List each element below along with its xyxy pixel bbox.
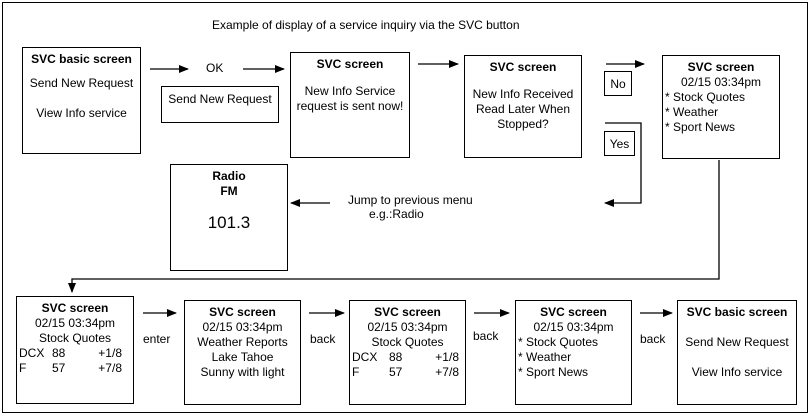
stock-row: F 57 +7/8 [350,365,465,380]
diagram-title: Example of display of a service inquiry … [212,18,520,32]
stock-row: F 57 +7/8 [17,361,133,376]
jump-example-label: e.g.:Radio [369,207,424,221]
back-label: back [310,332,336,346]
svc-screen-stock-box: SVC screen 02/15 03:34pm Stock Quotes DC… [16,296,134,404]
ok-label: OK [206,61,224,75]
stock-heading: Stock Quotes [38,331,112,345]
stock-symbol: DCX [19,346,45,360]
send-new-request-text: Send New Request [29,76,134,90]
box-title: SVC screen [374,305,441,319]
svc-basic-screen-box-2: SVC basic screen Send New Request View I… [677,300,797,405]
svc-screen-menu-box: SVC screen 02/15 03:34pm * Stock Quotes … [662,55,780,159]
enter-label: enter [143,332,171,346]
stock-value: 57 [389,365,403,379]
svc-basic-screen-box: SVC basic screen Send New Request View I… [22,47,141,154]
jump-label: Jump to previous menu [348,193,473,207]
choice-yes-label: Yes [609,137,630,151]
stock-symbol: DCX [352,350,378,364]
svc-screen-weather-box: SVC screen 02/15 03:34pm Weather Reports… [184,300,301,405]
send-new-request-label: Send New Request [168,92,272,106]
radio-fm-box: Radio FM 101.3 [170,164,288,271]
box-line: New Info Service [304,84,396,98]
stock-row: DCX 88 +1/8 [17,346,133,361]
box-line: New Info Received [472,87,574,101]
view-info-service-text: View Info service [36,106,127,120]
box-title: SVC basic screen [686,305,788,319]
diagram-frame [2,2,808,413]
datetime-text: 02/15 03:34pm [34,316,116,330]
radio-title: Radio [212,169,246,183]
arrow-yes-to-radio-jump [604,122,642,207]
menu-item-stock-quotes: * Stock Quotes [518,335,599,349]
svc-screen-sent-box: SVC screen New Info Service request is s… [290,52,410,158]
choice-yes-box: Yes [604,131,635,156]
box-title: SVC screen [41,301,109,315]
stock-value: 57 [52,361,66,375]
choice-no-box: No [604,71,632,96]
stock-change: +7/8 [435,365,459,379]
box-line: Stopped? [497,117,549,131]
box-title: SVC screen [687,60,755,74]
box-line: Read Later When [475,102,571,116]
weather-heading: Weather Reports [197,335,288,349]
box-title: SVC basic screen [31,52,132,66]
stock-value: 88 [52,346,66,360]
back-label: back [640,332,666,346]
box-title: SVC screen [489,60,557,74]
weather-location: Lake Tahoe [211,350,274,364]
datetime-text: 02/15 03:34pm [533,320,614,334]
box-title: SVC screen [316,57,384,71]
radio-band: FM [220,184,238,198]
radio-frequency: 101.3 [207,213,251,232]
stock-change: +7/8 [98,361,122,375]
svc-screen-stock-box-2: SVC screen 02/15 03:34pm Stock Quotes DC… [349,300,466,405]
back-label: back [473,329,499,343]
stock-heading: Stock Quotes [371,335,444,349]
menu-item-sport-news: * Sport News [518,365,589,379]
datetime-text: 02/15 03:34pm [202,320,283,334]
menu-item-weather: * Weather [665,105,719,119]
stock-symbol: F [19,361,27,375]
stock-value: 88 [389,350,403,364]
send-new-request-box: Send New Request [161,86,279,123]
stock-symbol: F [352,365,360,379]
choice-no-label: No [610,77,626,91]
menu-item-sport-news: * Sport News [665,120,736,134]
send-new-request-text: Send New Request [685,335,789,349]
menu-item-stock-quotes: * Stock Quotes [665,90,746,104]
stock-row: DCX 88 +1/8 [350,350,465,365]
datetime-text: 02/15 03:34pm [680,75,762,89]
stock-change: +1/8 [98,346,122,360]
weather-forecast: Sunny with light [200,365,285,379]
box-line: request is sent now! [296,99,404,113]
stock-change: +1/8 [435,350,459,364]
datetime-text: 02/15 03:34pm [367,320,448,334]
svc-screen-menu-box-2: SVC screen 02/15 03:34pm * Stock Quotes … [515,300,632,405]
view-info-service-text: View Info service [691,365,783,379]
box-title: SVC screen [540,305,607,319]
menu-item-weather: * Weather [518,350,572,364]
arrow-b4-to-b5 [68,160,720,293]
svc-screen-received-box: SVC screen New Info Received Read Later … [464,55,582,158]
box-title: SVC screen [209,305,276,319]
